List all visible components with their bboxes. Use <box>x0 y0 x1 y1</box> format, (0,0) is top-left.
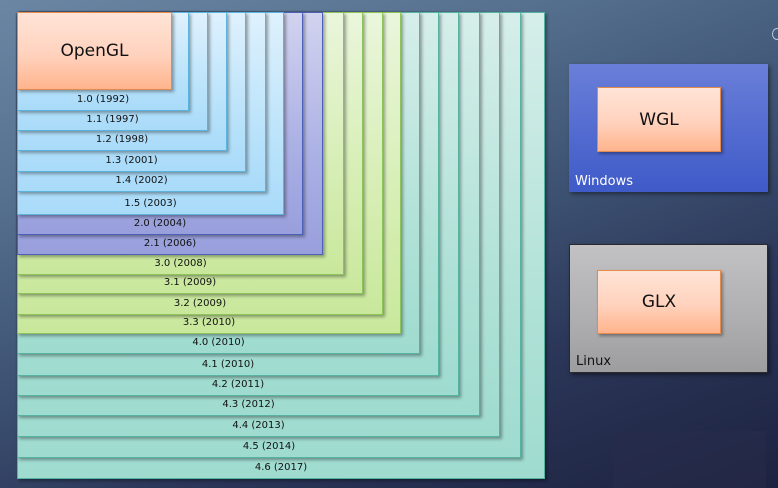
version-label: 4.0 (2010) <box>192 337 245 348</box>
opengl-box: OpenGL <box>17 12 172 90</box>
version-label: 3.3 (2010) <box>182 317 236 328</box>
version-label: 1.5 (2003) <box>124 198 177 209</box>
wgl-label: WGL <box>639 109 679 130</box>
version-label: 1.1 (1997) <box>86 114 139 125</box>
version-label: 4.6 (2017) <box>254 462 308 473</box>
partial-glyph-icon <box>772 28 778 40</box>
version-label: 4.3 (2012) <box>222 399 275 410</box>
glx-label: GLX <box>641 292 677 312</box>
version-label: 2.1 (2006) <box>143 238 197 249</box>
version-label: 4.4 (2013) <box>232 420 285 431</box>
wgl-box: WGL <box>597 87 721 152</box>
version-label: 4.5 (2014) <box>242 441 296 452</box>
version-label: 3.1 (2009) <box>163 277 217 288</box>
windows-platform-box: WGL Windows <box>569 64 768 192</box>
linux-label: Linux <box>576 354 612 369</box>
version-label: 1.3 (2001) <box>105 155 158 166</box>
version-label: 1.4 (2002) <box>115 175 168 186</box>
linux-platform-box: GLX Linux <box>569 244 768 373</box>
version-label: 4.2 (2011) <box>211 379 265 390</box>
version-label: 3.0 (2008) <box>154 258 207 269</box>
version-label: 2.0 (2004) <box>133 218 187 229</box>
version-label: 1.0 (1992) <box>76 94 130 105</box>
background-panel <box>613 431 766 488</box>
version-label: 1.2 (1998) <box>95 134 149 145</box>
glx-box: GLX <box>597 270 721 334</box>
version-label: 3.2 (2009) <box>173 298 227 309</box>
version-label: 4.1 (2010) <box>201 359 255 370</box>
opengl-label: OpenGL <box>60 41 129 61</box>
windows-label: Windows <box>575 174 634 189</box>
